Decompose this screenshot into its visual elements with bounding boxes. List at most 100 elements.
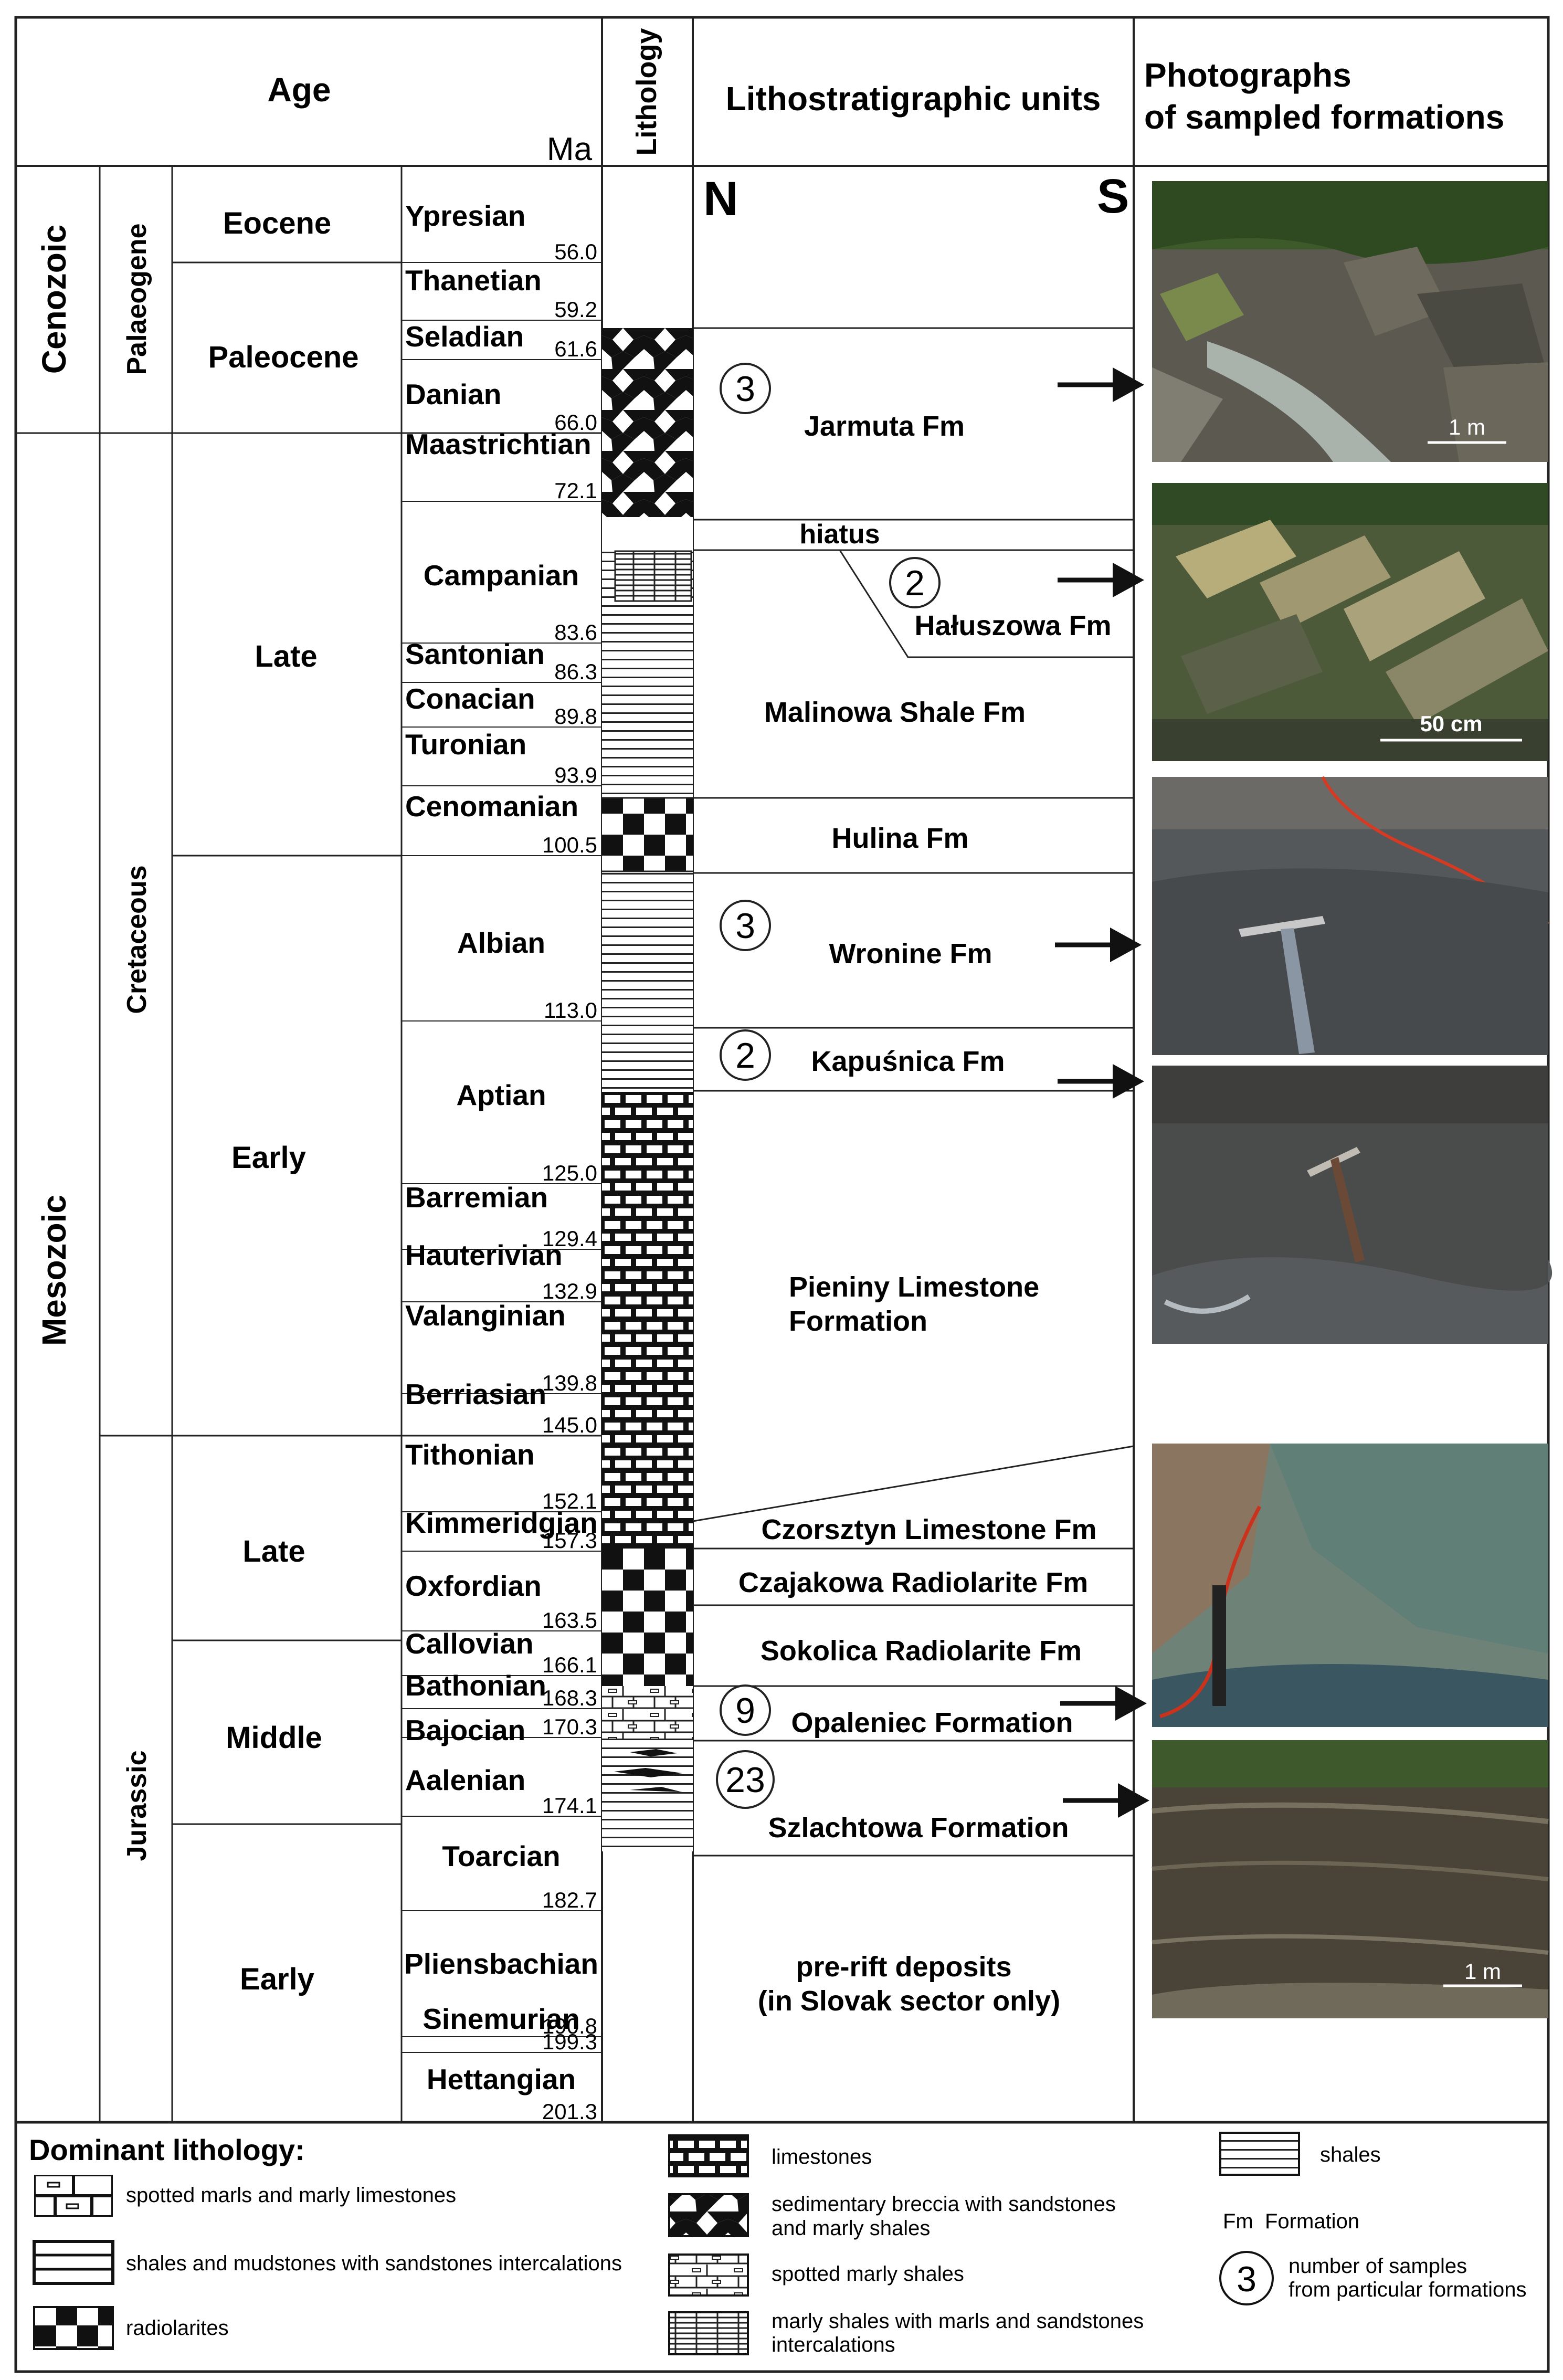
stage-age-cenomanian: 100.5 (542, 833, 597, 857)
samples-wronine: 3 (735, 906, 755, 946)
unit-malinowa: Malinowa Shale Fm (764, 697, 1026, 728)
stage-age-callovian: 166.1 (542, 1652, 597, 1677)
unit-jarmuta: Jarmuta Fm (804, 410, 965, 442)
photos-header-line1: Photographs (1144, 56, 1351, 94)
unit-kapusnica: Kapuśnica Fm (811, 1046, 1005, 1077)
legend-label-breccia-line1: sedimentary breccia with sandstones (772, 2193, 1116, 2216)
legend-sample-label-line1: number of samples (1289, 2255, 1467, 2278)
stage-name-oxfordian: Oxfordian (405, 1570, 542, 1602)
unit-prerift-line1: pre-rift deposits (796, 1951, 1011, 1983)
stage-name-bathonian: Bathonian (405, 1669, 546, 1702)
epoch-middle-jurassic: Middle (226, 1721, 322, 1755)
lith-limestones (602, 1092, 693, 1549)
stage-age-danian: 66.0 (554, 410, 597, 435)
photo-szlachtowa: 1 m (1152, 1740, 1549, 2018)
stage-age-pliensbachian: 190.8 (542, 2014, 597, 2038)
legend-title: Dominant lithology: (29, 2133, 305, 2166)
stage-name-aptian: Aptian (456, 1079, 546, 1111)
period-palaeogene: Palaeogene (122, 223, 152, 375)
stage-name-callovian: Callovian (405, 1627, 534, 1660)
stage-name-valanginian: Valanginian (405, 1299, 566, 1332)
stage-age-sinemurian: 199.3 (542, 2029, 597, 2054)
legend-sample-circle (1219, 2251, 1274, 2305)
lith-shales-sandstones (602, 1739, 693, 1851)
units-header: Lithostratigraphic units (726, 80, 1101, 118)
stage-age-maastrichtian: 72.1 (554, 478, 597, 503)
unit-opaleniec: Opaleniec Formation (791, 1707, 1073, 1739)
unit-prerift-line2: (in Slovak sector only) (758, 1985, 1060, 2017)
unit-boundaries (692, 327, 1134, 1857)
ma-header: Ma (547, 131, 593, 167)
photo-haluszowa: 50 cm (1152, 483, 1548, 761)
stage-age-valanginian: 139.8 (542, 1371, 597, 1395)
legend-fm-abbr: Fm (1223, 2210, 1253, 2233)
legend-label-marly-shales-line2: intercalations (772, 2333, 895, 2356)
stage-age-campanian: 83.6 (554, 620, 597, 645)
samples-jarmuta: 3 (735, 369, 755, 409)
stage-name-hettangian: Hettangian (427, 2063, 576, 2095)
lith-shales-late (602, 604, 693, 798)
stage-age-berriasian: 145.0 (542, 1413, 597, 1437)
epoch-paleocene: Paleocene (208, 340, 359, 374)
stage-name-berriasian: Berriasian (405, 1378, 546, 1410)
lith-gap (602, 517, 693, 551)
stage-name-sinemurian: Sinemurian (423, 2003, 580, 2035)
legend-swatch-marly-shales (668, 2311, 749, 2355)
stage-age-hauterivian: 132.9 (542, 1279, 597, 1303)
photo-kapusnica (1152, 1066, 1553, 1344)
stage-name-albian: Albian (457, 926, 545, 959)
legend-sample-label-line2: from particular formations (1289, 2278, 1526, 2301)
stage-age-toarcian: 182.7 (542, 1888, 597, 1912)
lith-radiolarites-cenomanian (602, 798, 693, 871)
legend-swatch-limestones (668, 2134, 749, 2177)
samples-szlachtowa: 23 (725, 1760, 765, 1800)
legend-label-shales-mudstones: shales and mudstones with sandstones int… (126, 2252, 622, 2275)
era-mesozoic: Mesozoic (35, 1195, 73, 1346)
lith-radiolarites-jurassic (602, 1549, 693, 1686)
epoch-late-jurassic: Late (242, 1534, 305, 1568)
lith-shales-early (602, 871, 693, 1092)
unit-szlachtowa: Szlachtowa Formation (768, 1812, 1069, 1844)
stage-name-turonian: Turonian (405, 728, 526, 761)
stage-name-thanetian: Thanetian (405, 264, 542, 297)
table-frame (14, 16, 1550, 2373)
stage-name-aalenian: Aalenian (405, 1764, 525, 1796)
legend-swatch-shales-mudstones (33, 2240, 114, 2285)
unit-hiatus: hiatus (799, 519, 880, 550)
photo6-scale: 1 m (1464, 1959, 1501, 1984)
era-cenozoic: Cenozoic (35, 225, 73, 374)
stage-age-turonian: 93.9 (554, 763, 597, 787)
stage-name-kimmeridgian: Kimmeridgian (405, 1507, 598, 1539)
south-label: S (1097, 170, 1129, 223)
stage-age-aptian: 125.0 (542, 1161, 597, 1185)
photo-wronine (1152, 776, 1549, 1055)
stage-age-bajocian: 170.3 (542, 1714, 597, 1739)
north-label: N (703, 172, 738, 226)
stage-age-ypresian: 56.0 (554, 239, 597, 264)
stage-name-conacian: Conacian (405, 682, 535, 715)
unit-czorsztyn: Czorsztyn Limestone Fm (761, 1514, 1096, 1545)
unit-pieniny-line2: Formation (789, 1305, 927, 1337)
sample-circles (716, 363, 941, 1809)
unit-wronine: Wronine Fm (829, 938, 992, 970)
stage-name-barremian: Barremian (405, 1181, 548, 1214)
lithology-column (602, 328, 693, 1851)
photo-opaleniec (1152, 1444, 1548, 1727)
lith-breccia (602, 328, 693, 517)
stage-age-bathonian: 168.3 (542, 1686, 597, 1710)
photo1-scale: 1 m (1449, 415, 1485, 439)
lith-marly-shales-sandstones (614, 550, 692, 602)
stage-name-ypresian: Ypresian (405, 199, 525, 232)
legend-swatch-spotted-marls (34, 2175, 113, 2217)
legend-label-spotted-marly-shales: spotted marly shales (772, 2262, 964, 2286)
epoch-late-cretaceous: Late (255, 639, 317, 673)
stage-name-tithonian: Tithonian (405, 1438, 534, 1471)
lith-lenses (614, 1749, 682, 1792)
unit-czajakowa: Czajakowa Radiolarite Fm (738, 1567, 1088, 1598)
stage-age-tithonian: 152.1 (542, 1489, 597, 1513)
legend-label-spotted-marls: spotted marls and marly limestones (126, 2184, 456, 2207)
legend-swatch-breccia (668, 2193, 749, 2237)
stage-name-cenomanian: Cenomanian (405, 790, 578, 823)
legend-sample-number: 3 (1237, 2259, 1256, 2299)
